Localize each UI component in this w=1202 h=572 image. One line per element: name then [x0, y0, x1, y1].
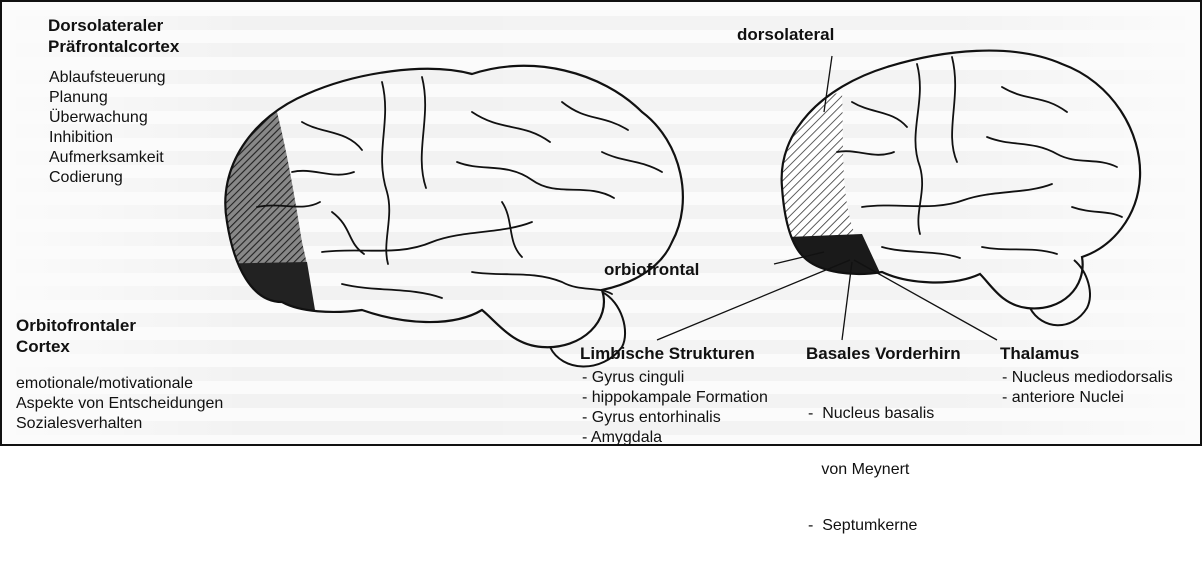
limbic-item: - Amygdala — [582, 428, 768, 448]
basal-forebrain-title: Basales Vorderhirn — [806, 344, 961, 364]
thalamus-title: Thalamus — [1000, 344, 1079, 364]
function-item: Planung — [49, 88, 166, 108]
function-item: Überwachung — [49, 108, 166, 128]
basal-item: von Meynert — [808, 460, 934, 480]
label-orbiofrontal: orbiofrontal — [604, 260, 699, 280]
limbic-item: - Gyrus cinguli — [582, 368, 768, 388]
function-item: Aufmerksamkeit — [49, 148, 166, 168]
ofc-function-item: Sozialesverhalten — [16, 414, 223, 434]
ofc-function-item: Aspekte von Entscheidungen — [16, 394, 223, 414]
label-dorsolateral: dorsolateral — [737, 25, 834, 45]
ofc-function-item: emotionale/motivationale — [16, 374, 223, 394]
function-item: Codierung — [49, 168, 166, 188]
basal-item: - Septumkerne — [808, 516, 934, 536]
figure-frame: Dorsolateraler Präfrontalcortex Ablaufst… — [0, 0, 1202, 446]
limbic-item: - Gyrus entorhinalis — [582, 408, 768, 428]
ofc-function-list: emotionale/motivationale Aspekte von Ent… — [16, 374, 223, 434]
limbic-item: - hippokampale Formation — [582, 388, 768, 408]
limbic-list: - Gyrus cinguli - hippokampale Formation… — [582, 368, 768, 448]
dlpfc-region — [202, 112, 307, 267]
ofc-region — [202, 262, 317, 322]
dlpfc-function-list: Ablaufsteuerung Planung Überwachung Inhi… — [49, 68, 166, 188]
right-brain-drawing — [762, 51, 1140, 326]
ofc-title-line1: Orbitofrontaler — [16, 316, 136, 336]
ofc-title-line2: Cortex — [16, 337, 70, 357]
dorsolateral-region — [762, 92, 857, 250]
thalamus-item: - Nucleus mediodorsalis — [1002, 368, 1173, 388]
function-item: Ablaufsteuerung — [49, 68, 166, 88]
thalamus-item: - anteriore Nuclei — [1002, 388, 1173, 408]
limbic-title: Limbische Strukturen — [580, 344, 755, 364]
dlpfc-title-line1: Dorsolateraler — [48, 16, 163, 36]
dlpfc-title-line2: Präfrontalcortex — [48, 37, 179, 57]
basal-forebrain-list: - Nucleus basalis von Meynert - Septumke… — [808, 368, 934, 572]
thalamus-list: - Nucleus mediodorsalis - anteriore Nucl… — [1002, 368, 1173, 408]
basal-item: - Nucleus basalis — [808, 404, 934, 424]
left-brain-drawing — [202, 66, 683, 367]
function-item: Inhibition — [49, 128, 166, 148]
